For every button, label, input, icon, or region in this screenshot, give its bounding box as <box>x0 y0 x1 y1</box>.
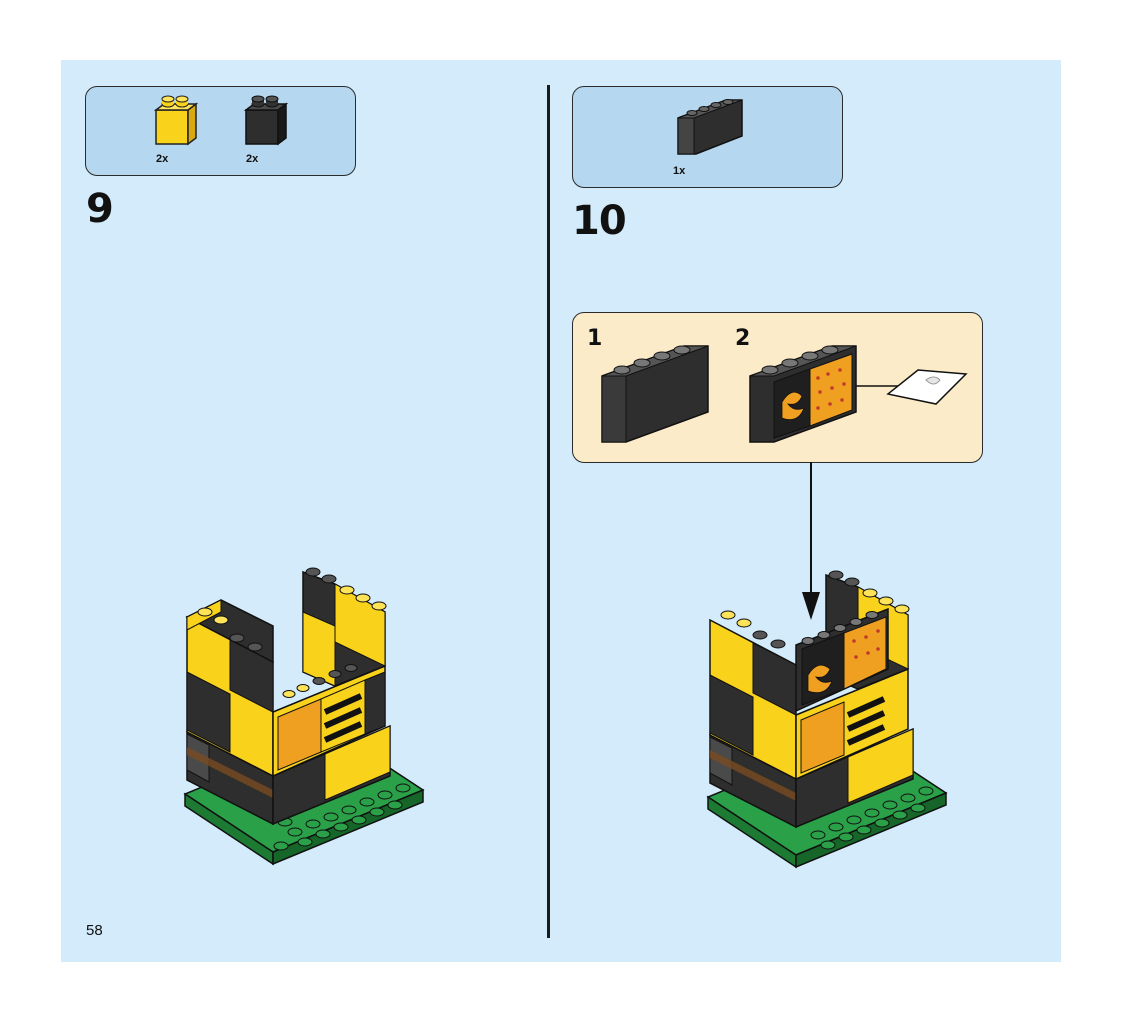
step-9-model-illustration <box>183 567 425 866</box>
page-number: 58 <box>86 922 103 939</box>
substep-2-decorated-panel-illustration <box>749 345 857 443</box>
step-number: 10 <box>572 198 627 244</box>
step-9-parts-box <box>85 86 356 176</box>
step-number: 9 <box>86 186 114 232</box>
black-brick-part-icon <box>243 95 289 146</box>
part-qty: 2x <box>156 153 169 165</box>
arrow-icon <box>802 462 820 620</box>
part-qty: 2x <box>246 153 259 165</box>
black-panel-part-icon <box>677 99 743 155</box>
substep-1-panel-illustration <box>601 345 709 443</box>
substep-number: 1 <box>587 326 603 351</box>
substep-number: 2 <box>735 326 751 351</box>
step-10-model-illustration <box>706 570 948 869</box>
column-divider <box>547 85 550 938</box>
sticker-icon <box>856 369 968 405</box>
part-qty: 1x <box>673 165 686 177</box>
yellow-brick-part-icon <box>153 95 199 146</box>
